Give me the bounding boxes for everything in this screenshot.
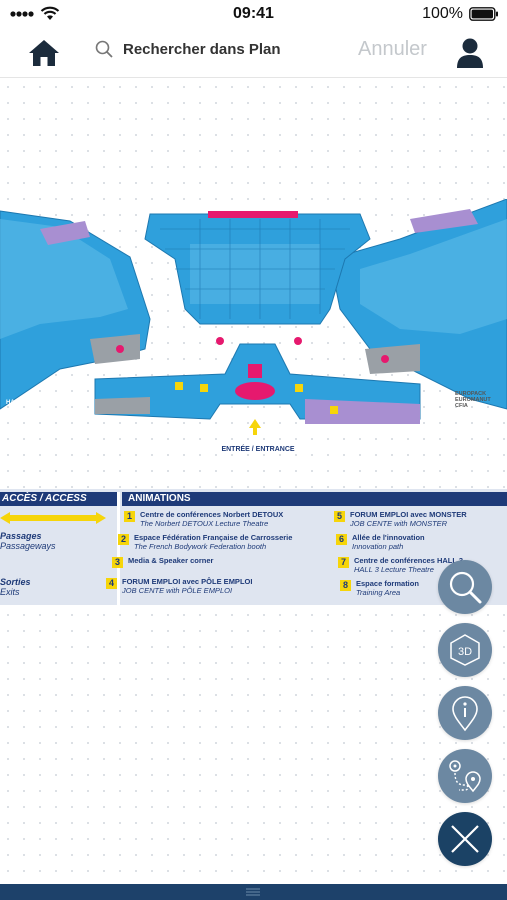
legend-title: Centre de conférences HALL 3 (354, 556, 464, 565)
legend-title: FORUM EMPLOI avec PÔLE EMPLOI (122, 577, 253, 586)
legend-subtitle: HALL 3 Lecture Theatre (354, 565, 434, 574)
close-icon (451, 825, 479, 853)
legend-num: 8 (340, 580, 351, 591)
info-fab[interactable] (438, 686, 492, 740)
legend-title: FORUM EMPLOI avec MONSTER (350, 510, 467, 519)
entrance-label: ENTRÉE / ENTRANCE (221, 444, 294, 453)
battery-percent: 100% (422, 5, 463, 22)
map-legend: ACCÈS / ACCESS ANIMATIONS Passages Passa… (0, 489, 507, 605)
legend-title: Centre de conférences Norbert DETOUX (140, 510, 284, 519)
access-exits-title: Sorties (0, 577, 31, 587)
route-icon (449, 760, 481, 793)
legend-animations-header: ANIMATIONS (122, 492, 507, 506)
3d-cube-icon: 3D (450, 634, 480, 666)
signal-icon (10, 10, 34, 17)
legend-access-header: ACCÈS / ACCESS (0, 492, 117, 506)
drawer-grip-icon[interactable] (244, 887, 262, 897)
legend-divider (117, 492, 120, 605)
bottom-drawer-bar[interactable] (0, 884, 507, 900)
legend-num: 5 (334, 511, 345, 522)
user-icon[interactable] (456, 37, 484, 69)
legend-subtitle: Innovation path (352, 542, 404, 551)
map-canvas[interactable]: ENTRÉE / ENTRANCE HALL 2 EUROPACK EUROMA… (0, 79, 507, 884)
legend-num: 2 (118, 534, 129, 545)
top-nav-bar: Rechercher dans Plan Annuler (0, 28, 507, 78)
legend-num: 1 (124, 511, 135, 522)
floor-plan-map[interactable]: ENTRÉE / ENTRANCE HALL 2 EUROPACK EUROMA… (0, 199, 507, 489)
magnifier-icon (449, 571, 482, 604)
map-markers[interactable] (116, 337, 389, 414)
side-label-1: EUROPACK (455, 391, 486, 397)
legend-num: 7 (338, 557, 349, 568)
access-passages-subtitle: Passageways (0, 541, 56, 551)
cancel-button[interactable]: Annuler (358, 38, 427, 60)
legend-subtitle: JOB CENTE with PÔLE EMPLOI (122, 586, 233, 595)
left-wing[interactable] (0, 210, 151, 410)
close-fab[interactable] (438, 812, 492, 866)
info-pin-icon (452, 696, 478, 732)
legend-subtitle: The French Bodywork Federation booth (134, 542, 267, 551)
legend-title: Allée de l'innovation (352, 533, 425, 542)
legend-num: 4 (106, 578, 117, 589)
legend-title: Media & Speaker corner (128, 556, 214, 565)
legend-subtitle: Training Area (356, 588, 401, 597)
legend-num: 6 (336, 534, 347, 545)
legend-subtitle: JOB CENTE with MONSTER (350, 519, 448, 528)
legend-item-3[interactable]: 3 Media & Speaker corner (112, 556, 213, 568)
search-icon (95, 40, 113, 58)
access-passages-title: Passages (0, 531, 42, 541)
legend-access-exits: Sorties Exits (0, 577, 31, 597)
entrance-hall[interactable] (94, 343, 421, 424)
legend-title: Espace Fédération Française de Carrosser… (134, 533, 293, 542)
status-time: 09:41 (233, 5, 274, 22)
3d-fab[interactable]: 3D (438, 623, 492, 677)
right-wing[interactable] (329, 199, 507, 410)
home-icon[interactable] (28, 38, 60, 68)
passage-arrow-icon (0, 512, 106, 524)
legend-subtitle: The Norbert DETOUX Lecture Theatre (140, 519, 269, 528)
legend-num: 3 (112, 557, 123, 568)
side-label-3: CFIA (455, 403, 468, 409)
central-hall[interactable] (144, 211, 371, 325)
legend-item-2[interactable]: 2 Espace Fédération Française de Carross… (118, 533, 292, 551)
legend-title: Espace formation (356, 579, 419, 588)
hall-label: HALL 2 (6, 400, 28, 406)
search-fab[interactable] (438, 560, 492, 614)
3d-label: 3D (458, 646, 472, 658)
route-fab[interactable] (438, 749, 492, 803)
status-bar: 09:41 100% (0, 0, 507, 28)
access-exits-subtitle: Exits (0, 587, 20, 597)
legend-access-passages: Passages Passageways (0, 531, 56, 551)
battery-icon (469, 7, 498, 21)
side-label-2: EUROMANUT (455, 397, 491, 403)
entrance-arrow-icon (249, 419, 261, 435)
search-input[interactable]: Rechercher dans Plan (123, 40, 281, 58)
search-bar[interactable]: Rechercher dans Plan (95, 40, 281, 58)
wifi-icon (40, 6, 60, 20)
